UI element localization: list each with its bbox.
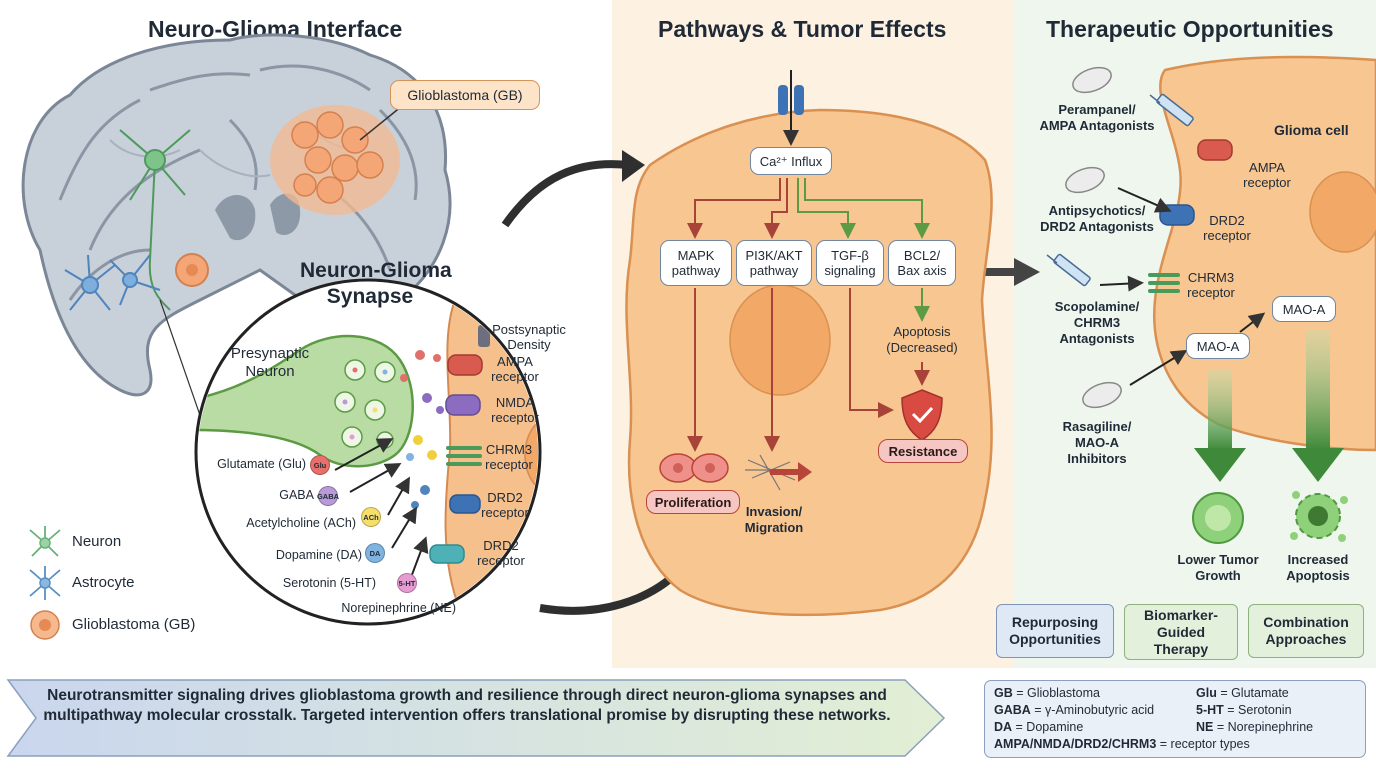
abbrev-da: DA = Dopamine [994, 720, 1084, 734]
norepinephrine-label: Norepinephrine (NE) [341, 601, 456, 615]
apoptosis-decreased-label: Apoptosis(Decreased) [886, 324, 958, 355]
synapse-zoom-circle [194, 278, 542, 626]
brain-astrocytes [64, 254, 161, 311]
gaba-badge: GABA [317, 486, 339, 506]
therapeutic-panel-title: Therapeutic Opportunities [1046, 16, 1334, 42]
bcl2-bax-axis-node: BCL2/Bax axis [888, 240, 956, 286]
summary-banner-text: Neurotransmitter signaling drives gliobl… [43, 687, 891, 724]
summary-banner-shape [6, 679, 946, 757]
calcium-influx-node: Ca²⁺ Influx [750, 147, 832, 175]
neuron-icon [29, 526, 61, 557]
legend-neuron-label: Neuron [72, 533, 122, 550]
proliferation-cells [659, 453, 729, 483]
serotonin-badge: 5-HT [397, 573, 417, 593]
abbrev-gaba: GABA = γ-Aminobutyric acid [994, 703, 1155, 717]
abbrev-ne: NE = Norepinephrine [1196, 720, 1314, 734]
glioma-cell-label: Glioma cell [1274, 122, 1349, 138]
proliferation-effect: Proliferation [646, 490, 740, 514]
pathway-cell [625, 108, 993, 617]
presynaptic-neuron-label: Presynaptic Neuron [230, 345, 310, 380]
abbrev-5ht: 5-HT = Serotonin [1196, 703, 1292, 717]
drug-pill-icons [1065, 66, 1122, 409]
acetylcholine-badge: ACh [361, 507, 381, 527]
mao-a-enzyme-node: MAO-A [1272, 296, 1336, 322]
astrocyte-icon [29, 566, 61, 600]
dopamine-label: Dopamine (DA) [275, 548, 362, 562]
abbreviations-box [984, 680, 1366, 758]
legend-astrocyte-label: Astrocyte [72, 574, 135, 591]
mao-a-target-node: MAO-A [1186, 333, 1250, 359]
invasion-migration-label: Invasion/Migration [744, 504, 804, 535]
resistance-effect: Resistance [878, 439, 968, 463]
glioblastoma-tumor [270, 105, 400, 215]
brain-neuron [119, 129, 191, 311]
perampanel-drug-label: Perampanel/AMPA Antagonists [1039, 102, 1155, 133]
antipsychotics-drug-label: Antipsychotics/DRD2 Antagonists [1040, 203, 1154, 234]
glioblastoma-icon [30, 610, 60, 640]
postsynaptic-density-label: Postsynaptic Density [492, 322, 566, 352]
syringe-icons [1046, 93, 1194, 287]
glioblastoma-callout: Glioblastoma (GB) [390, 80, 540, 110]
dopamine-badge: DA [365, 543, 385, 563]
synapse-title: Neuron-Glioma Synapse [300, 259, 452, 308]
lower-growth-cell-icon [1192, 492, 1244, 544]
abbrev-receptor-types: AMPA/NMDA/DRD2/CHRM3 = receptor types [994, 737, 1250, 751]
acetylcholine-label: Acetylcholine (ACh) [246, 516, 356, 530]
abbrev-glu: Glu = Glutamate [1196, 686, 1289, 700]
abbrev-gb: GB = Glioblastoma [994, 686, 1100, 700]
glutamate-label: Glutamate (Glu) [217, 457, 306, 471]
serotonin-label: Serotonin (5-HT) [282, 576, 376, 590]
legend-glioblastoma-label: Glioblastoma (GB) [72, 616, 196, 633]
pathways-panel-title: Pathways & Tumor Effects [658, 16, 947, 42]
invasion-migration-icon [745, 454, 812, 491]
apoptosis-cell-icon [1290, 491, 1348, 542]
gaba-label: GABA [279, 488, 314, 502]
glutamate-badge: Glu [310, 455, 330, 475]
